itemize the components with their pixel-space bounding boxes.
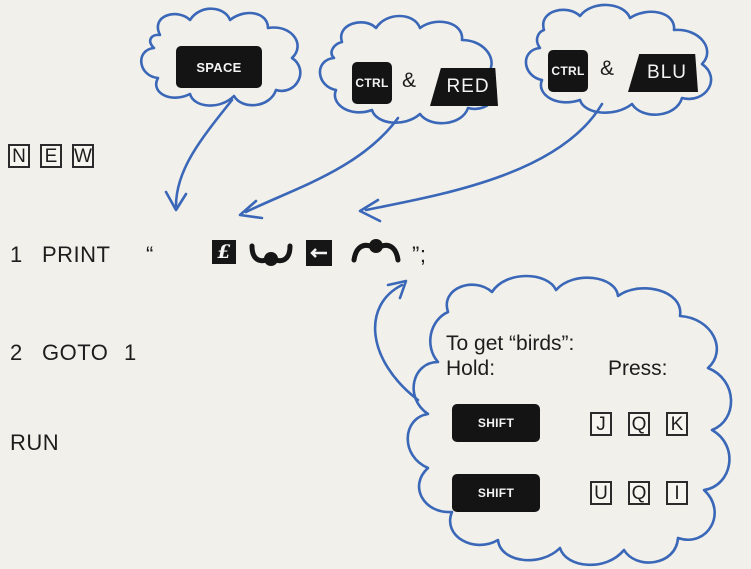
red-arrow: [244, 116, 400, 214]
key-q-row1: Q: [628, 412, 650, 436]
line1-close-quote: ”;: [412, 242, 427, 267]
key-i: I: [666, 481, 688, 505]
space-key: SPACE: [176, 46, 262, 88]
blu-key: BLU: [628, 54, 698, 92]
key-k: K: [666, 412, 688, 436]
line2-number: 2: [10, 340, 23, 365]
shift-key-row2: SHIFT: [452, 474, 540, 512]
line1-print-keyword: PRINT: [42, 242, 111, 267]
birds-title: To get “birds”:: [446, 332, 575, 355]
red-cloud-outline: [318, 14, 497, 125]
pound-graphic-icon: £: [212, 240, 236, 264]
blu-arrow: [364, 102, 604, 212]
ctrl-key-blu: CTRL: [548, 50, 588, 92]
birds-arrowhead: [386, 279, 408, 300]
run-command: RUN: [10, 430, 60, 455]
key-e: E: [40, 144, 62, 168]
birds-arrow: [373, 283, 420, 402]
line1-number: 1: [10, 242, 23, 267]
key-n: N: [8, 144, 30, 168]
space-arrow: [174, 98, 234, 208]
space-arrowhead: [164, 190, 188, 212]
bird-up-icon: [351, 239, 401, 263]
key-j: J: [590, 412, 612, 436]
line2-target: 1: [124, 340, 137, 365]
hold-label: Hold:: [446, 357, 496, 380]
line2-goto-keyword: GOTO: [42, 340, 109, 365]
press-label: Press:: [608, 357, 668, 380]
ampersand-blu: &: [600, 57, 615, 80]
blu-arrowhead: [358, 198, 382, 223]
ampersand-red: &: [402, 69, 417, 92]
red-key: RED: [430, 68, 498, 106]
shift-key-row1: SHIFT: [452, 404, 540, 442]
space-cloud-outline: [139, 7, 302, 107]
key-u: U: [590, 481, 612, 505]
bird-down-icon: [249, 243, 293, 266]
line1-open-quote: “: [146, 242, 154, 267]
key-w: W: [72, 144, 94, 168]
ctrl-key-red: CTRL: [352, 62, 392, 104]
cursor-left-graphic-icon: [306, 240, 332, 266]
key-q-row2: Q: [628, 481, 650, 505]
red-arrowhead: [238, 199, 264, 220]
blu-cloud-outline: [524, 3, 713, 116]
birds-cloud-outline: [406, 274, 733, 567]
